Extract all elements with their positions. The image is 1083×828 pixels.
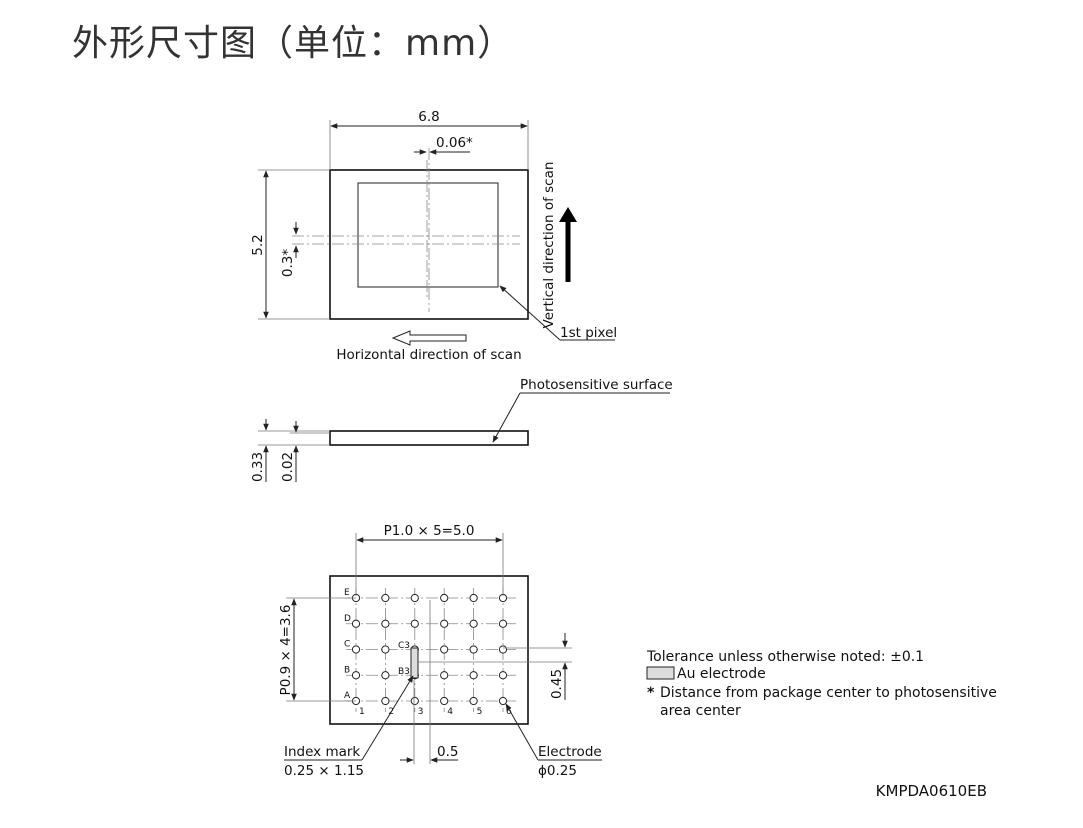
- first-pixel-label: 1st pixel: [560, 325, 617, 341]
- thickness-dim: 0.33: [250, 452, 266, 482]
- electrode-D6: [498, 619, 508, 628]
- electrode-leader: [505, 703, 539, 761]
- electrode-D3: [410, 619, 419, 628]
- mark-c3: C3: [398, 641, 410, 651]
- electrode-C2: [381, 645, 390, 654]
- electrode-grid-lines: [346, 588, 516, 712]
- row-label-A: A: [344, 691, 351, 701]
- electrode-E5: [469, 593, 478, 603]
- offset-x-dim: 0.06*: [436, 135, 473, 151]
- electrode-A3: [410, 696, 419, 706]
- electrode-size: ϕ0.25: [538, 763, 577, 779]
- vertical-scan-label: Vertical direction of scan: [541, 162, 557, 329]
- electrode-D1: [351, 619, 361, 628]
- height-dim: 5.2: [250, 234, 266, 255]
- row-label-C: C: [344, 640, 350, 650]
- column-label-6: 6: [506, 707, 512, 717]
- electrode-C4: [440, 645, 449, 654]
- au-electrode-note: Au electrode: [677, 666, 766, 682]
- electrode-B2: [381, 671, 390, 680]
- electrode-E2: [381, 593, 390, 603]
- electrode-E4: [440, 593, 449, 603]
- pitch-x-dim: P1.0 × 5=5.0: [384, 523, 475, 539]
- photosensitive-area: [357, 182, 499, 288]
- electrode-B4: [440, 671, 449, 680]
- electrode-D4: [440, 619, 449, 628]
- electrode-A4: [440, 696, 449, 706]
- column-label-4: 4: [447, 707, 453, 717]
- page-title: 外形尺寸图（单位：mm）: [72, 23, 515, 64]
- row-label-D: D: [344, 614, 351, 624]
- horizontal-scan-arrow-icon: [391, 330, 467, 346]
- horizontal-scan-label: Horizontal direction of scan: [336, 347, 521, 363]
- electrode-B6: [498, 671, 508, 680]
- column-label-3: 3: [418, 707, 424, 717]
- index-mark-label: Index mark: [284, 744, 360, 760]
- electrode-D5: [469, 619, 478, 628]
- row-label-B: B: [344, 665, 350, 675]
- electrode-C6: [498, 645, 508, 654]
- drawing-code: KMPDA0610EB: [876, 782, 987, 800]
- first-pixel-leader: [499, 285, 561, 341]
- distance-note-line1: Distance from package center to photosen…: [660, 685, 997, 701]
- spacing-dim: 0.5: [437, 744, 458, 760]
- offset-y-dim: 0.3*: [280, 249, 296, 277]
- row-labels: A B C D E: [344, 588, 351, 701]
- electrode-B1: [351, 671, 361, 680]
- package-outline-side: [329, 430, 529, 446]
- index-mark: [410, 647, 419, 679]
- mark-b3: B3: [398, 667, 410, 677]
- surface-label: Photosensitive surface: [520, 377, 673, 393]
- distance-note-line2: area center: [660, 703, 741, 719]
- surface-leader: [492, 392, 521, 443]
- pitch-y-dim: P0.9 × 4=3.6: [278, 605, 294, 696]
- electrode-A2: [381, 696, 390, 706]
- vertical-scan-arrow-icon: [559, 207, 577, 222]
- column-label-5: 5: [477, 707, 483, 717]
- electrode-E3: [410, 593, 419, 603]
- width-dim: 6.8: [418, 109, 439, 125]
- electrode-A6: [498, 696, 508, 706]
- star-mark: *: [647, 685, 655, 701]
- electrode-B5: [469, 671, 478, 680]
- side-view: Photosensitive surface 0.33 0.02: [250, 377, 673, 482]
- electrode-D2: [381, 619, 390, 628]
- index-mark-size: 0.25 × 1.15: [284, 763, 364, 779]
- surface-depth-dim: 0.02: [280, 452, 296, 482]
- index-mark-leader: [361, 675, 414, 761]
- electrode-C5: [469, 645, 478, 654]
- package-outline-bottom: [329, 575, 529, 725]
- top-view: 6.8 0.06* 5.2 0.3* Vertical direction of…: [250, 109, 617, 363]
- offset-dim: 0.45: [549, 669, 565, 699]
- electrode-A5: [469, 696, 478, 706]
- notes: Tolerance unless otherwise noted: ±0.1 A…: [646, 649, 997, 719]
- au-electrode-swatch: [646, 666, 675, 680]
- electrode-label: Electrode: [538, 744, 602, 760]
- tolerance-note: Tolerance unless otherwise noted: ±0.1: [646, 649, 924, 665]
- electrode-C1: [351, 645, 361, 654]
- row-label-E: E: [344, 588, 350, 598]
- column-label-1: 1: [359, 707, 365, 717]
